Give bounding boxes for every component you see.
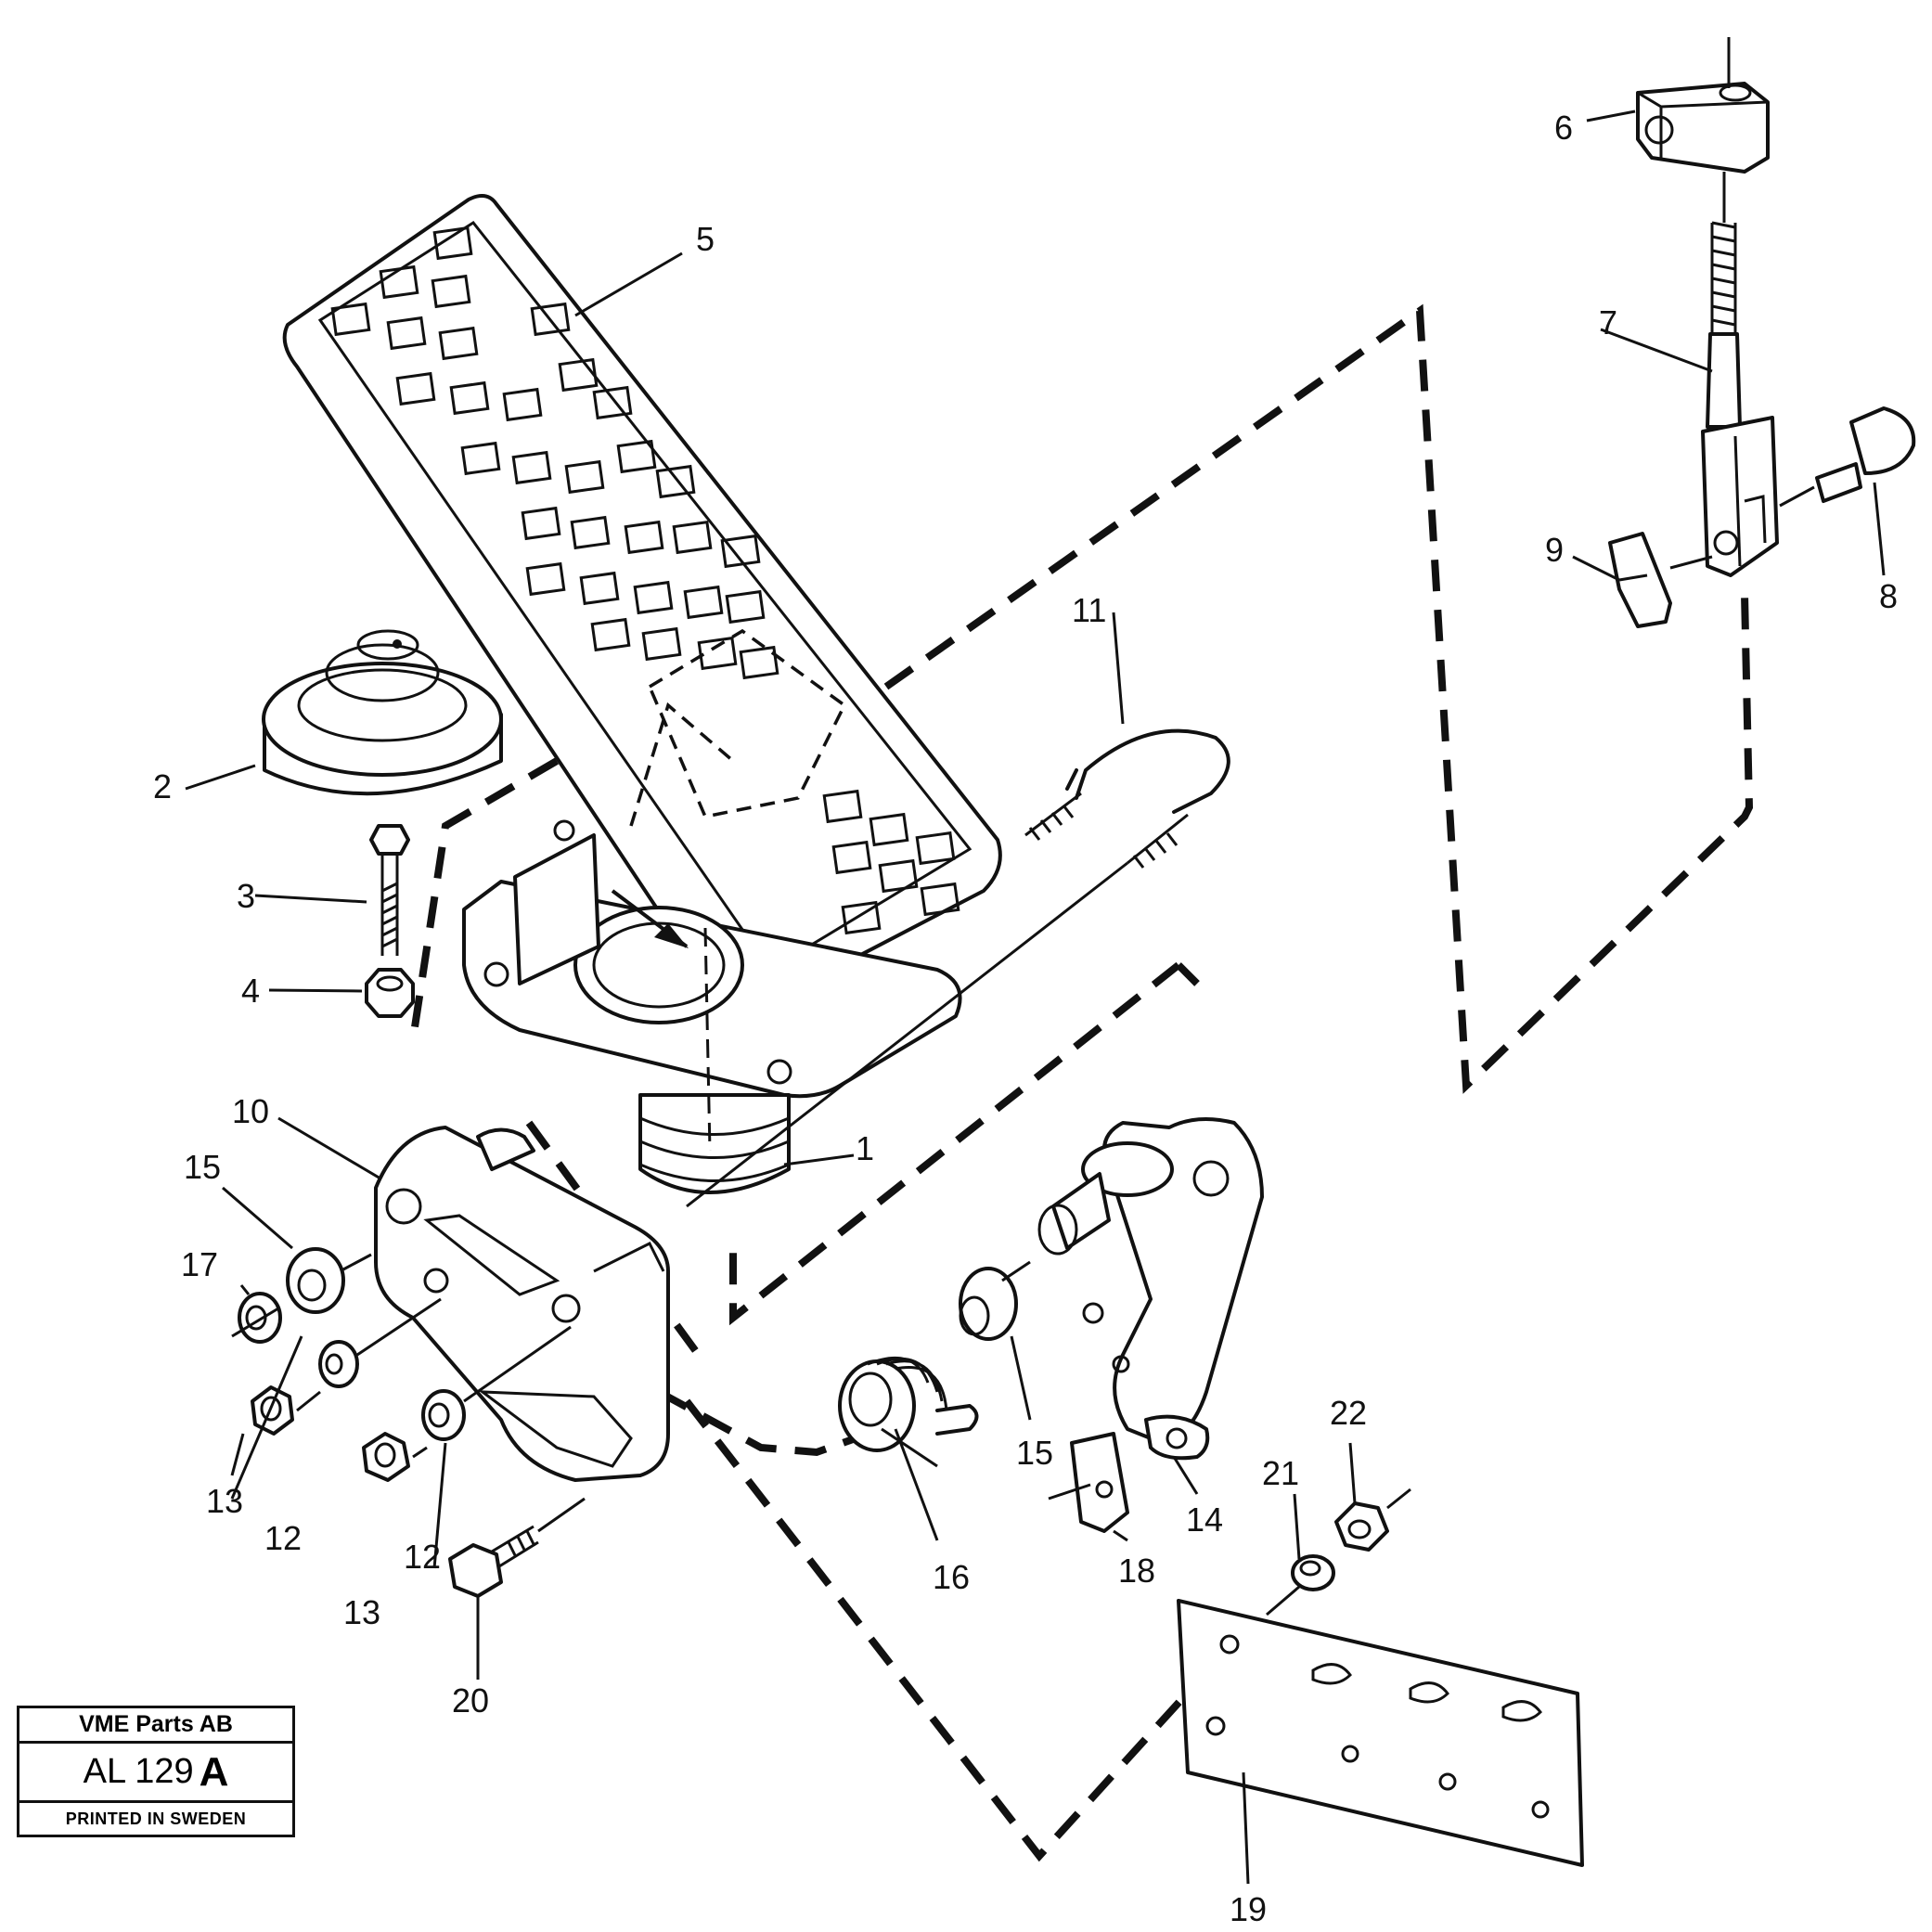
callout-18: 18: [1118, 1552, 1155, 1590]
callout-11: 11: [1072, 591, 1106, 629]
pin-part-8: [1779, 406, 1916, 508]
callout-14: 14: [1186, 1501, 1223, 1539]
pedal-plate-part-5: [282, 194, 1002, 1015]
block-part-6: [1636, 37, 1770, 174]
company-name: VME Parts AB: [19, 1708, 292, 1744]
callout-2: 2: [153, 767, 172, 805]
drawing-code: AL 129 A: [19, 1744, 292, 1803]
nut-part-22: [1334, 1488, 1411, 1552]
title-block: VME Parts AB AL 129 A PRINTED IN SWEDEN: [17, 1706, 295, 1837]
nut-part-4: [365, 968, 415, 1018]
bracket-part-10: [374, 1126, 670, 1482]
printed-in-label: PRINTED IN SWEDEN: [65, 1809, 247, 1828]
rod-end-part-7: [1701, 172, 1779, 577]
callout-15a: 15: [184, 1148, 221, 1186]
assembly-dashed-lines: [409, 303, 1754, 1862]
nut-part-13-upper: [251, 1385, 321, 1436]
bushing-part-15-left: [286, 1247, 372, 1314]
washer-part-12-lower: [421, 1325, 572, 1441]
callout-22: 22: [1330, 1394, 1367, 1432]
washer-part-17: [231, 1292, 282, 1344]
callout-17: 17: [181, 1245, 218, 1283]
drawing-number: AL 129: [83, 1752, 194, 1791]
callout-20: 20: [452, 1681, 489, 1719]
mounting-plate-part-19: [1177, 1599, 1584, 1867]
callout-9: 9: [1545, 531, 1564, 569]
callout-numbers: 1 2 3 4 5 6 7 8 9 10 11 12 12 13 13 14 1…: [153, 109, 1898, 1928]
washer-part-12-upper: [318, 1297, 442, 1388]
screw-part-3: [369, 824, 410, 956]
callout-4: 4: [241, 972, 260, 1010]
callout-3: 3: [237, 877, 255, 915]
callout-1: 1: [856, 1129, 874, 1167]
callout-10: 10: [232, 1092, 269, 1130]
nut-part-13-lower: [362, 1432, 428, 1482]
bolt-part-20: [448, 1497, 586, 1598]
pedal-base-part-1: [462, 819, 962, 1194]
callout-13a: 13: [206, 1482, 243, 1520]
clip-part-18: [1048, 1432, 1129, 1533]
callout-19: 19: [1230, 1890, 1267, 1928]
callout-21: 21: [1262, 1454, 1299, 1492]
torsion-spring-part-16: [838, 1356, 979, 1468]
callout-7: 7: [1599, 303, 1617, 341]
callout-15b: 15: [1016, 1434, 1053, 1472]
clip-part-9: [1608, 532, 1713, 628]
callout-leader-lines: [185, 109, 1886, 1885]
callout-6: 6: [1554, 109, 1573, 147]
return-spring-part-11: [686, 728, 1230, 1208]
lever-arm-part-14: [1037, 1117, 1264, 1461]
rubber-stop-part-2: [262, 629, 503, 796]
bushing-part-15-right: [959, 1260, 1031, 1341]
callout-5: 5: [696, 220, 715, 258]
drawing-revision: A: [199, 1748, 229, 1795]
callout-12a: 12: [264, 1519, 302, 1557]
washer-part-21: [1266, 1554, 1335, 1616]
callout-16: 16: [933, 1558, 970, 1596]
callout-8: 8: [1879, 577, 1898, 615]
pedal-tread-pattern: [330, 225, 960, 935]
callout-12b: 12: [404, 1538, 441, 1576]
callout-13b: 13: [343, 1593, 380, 1631]
